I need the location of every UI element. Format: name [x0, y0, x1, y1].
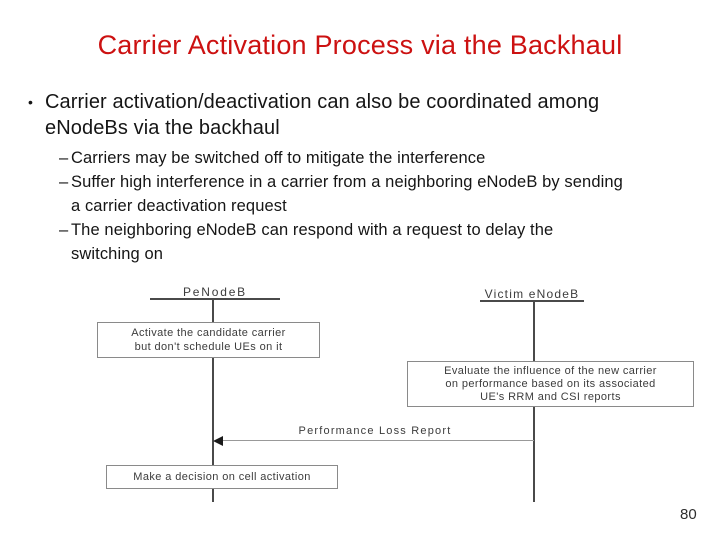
action-box-line: Evaluate the influence of the new carrie… [444, 364, 657, 377]
sub-bullet-text: Suffer high interference in a carrier fr… [71, 170, 623, 218]
action-box-make-decision: Make a decision on cell activation [106, 465, 338, 489]
action-box-evaluate-influence: Evaluate the influence of the new carrie… [407, 361, 694, 407]
action-box-line: UE's RRM and CSI reports [480, 390, 621, 403]
sub-bullet-line: The neighboring eNodeB can respond with … [71, 221, 554, 239]
bullet-text: Carrier activation/deactivation can also… [45, 89, 599, 141]
arrowhead-left-icon [213, 436, 223, 446]
action-box-line: Make a decision on cell activation [133, 471, 311, 483]
action-box-line: on performance based on its associated [445, 377, 656, 390]
sub-bullet-line: a carrier deactivation request [71, 197, 287, 215]
action-box-line: but don't schedule UEs on it [134, 341, 283, 353]
sub-bullet-line: switching on [71, 245, 163, 263]
bullet-marker: • [28, 94, 34, 110]
sub-bullet-text: Carriers may be switched off to mitigate… [71, 146, 485, 170]
actor-label-penodeb: PeNodeB [183, 285, 247, 299]
message-line [216, 440, 534, 441]
sub-bullet-line: Carriers may be switched off to mitigate… [71, 149, 486, 167]
bullet-line: eNodeBs via the backhaul [45, 117, 280, 139]
actor-label-victim-enodeb: Victim eNodeB [484, 287, 580, 301]
sub-bullet-line: Suffer high interference in a carrier fr… [71, 173, 623, 191]
dash-marker: – [59, 173, 69, 191]
sub-bullet-item: – The neighboring eNodeB can respond wit… [59, 218, 623, 266]
actor-underline [150, 298, 280, 300]
slide-title: Carrier Activation Process via the Backh… [97, 30, 623, 60]
action-box-line: Activate the candidate carrier [131, 327, 286, 339]
sub-bullet-item: – Carriers may be switched off to mitiga… [59, 146, 623, 170]
bullet-item-main: • Carrier activation/deactivation can al… [28, 89, 599, 141]
dash-marker: – [59, 149, 69, 167]
sub-bullet-list: – Carriers may be switched off to mitiga… [59, 146, 623, 266]
page-number: 80 [680, 506, 697, 523]
action-box-activate-carrier: Activate the candidate carrier but don't… [97, 322, 320, 358]
lifeline-penodeb [212, 300, 214, 502]
bullet-line: Carrier activation/deactivation can also… [45, 91, 600, 113]
dash-marker: – [59, 221, 69, 239]
sub-bullet-text: The neighboring eNodeB can respond with … [71, 218, 553, 266]
message-label: Performance Loss Report [298, 425, 452, 437]
sub-bullet-item: – Suffer high interference in a carrier … [59, 170, 623, 218]
actor-underline [480, 300, 584, 302]
